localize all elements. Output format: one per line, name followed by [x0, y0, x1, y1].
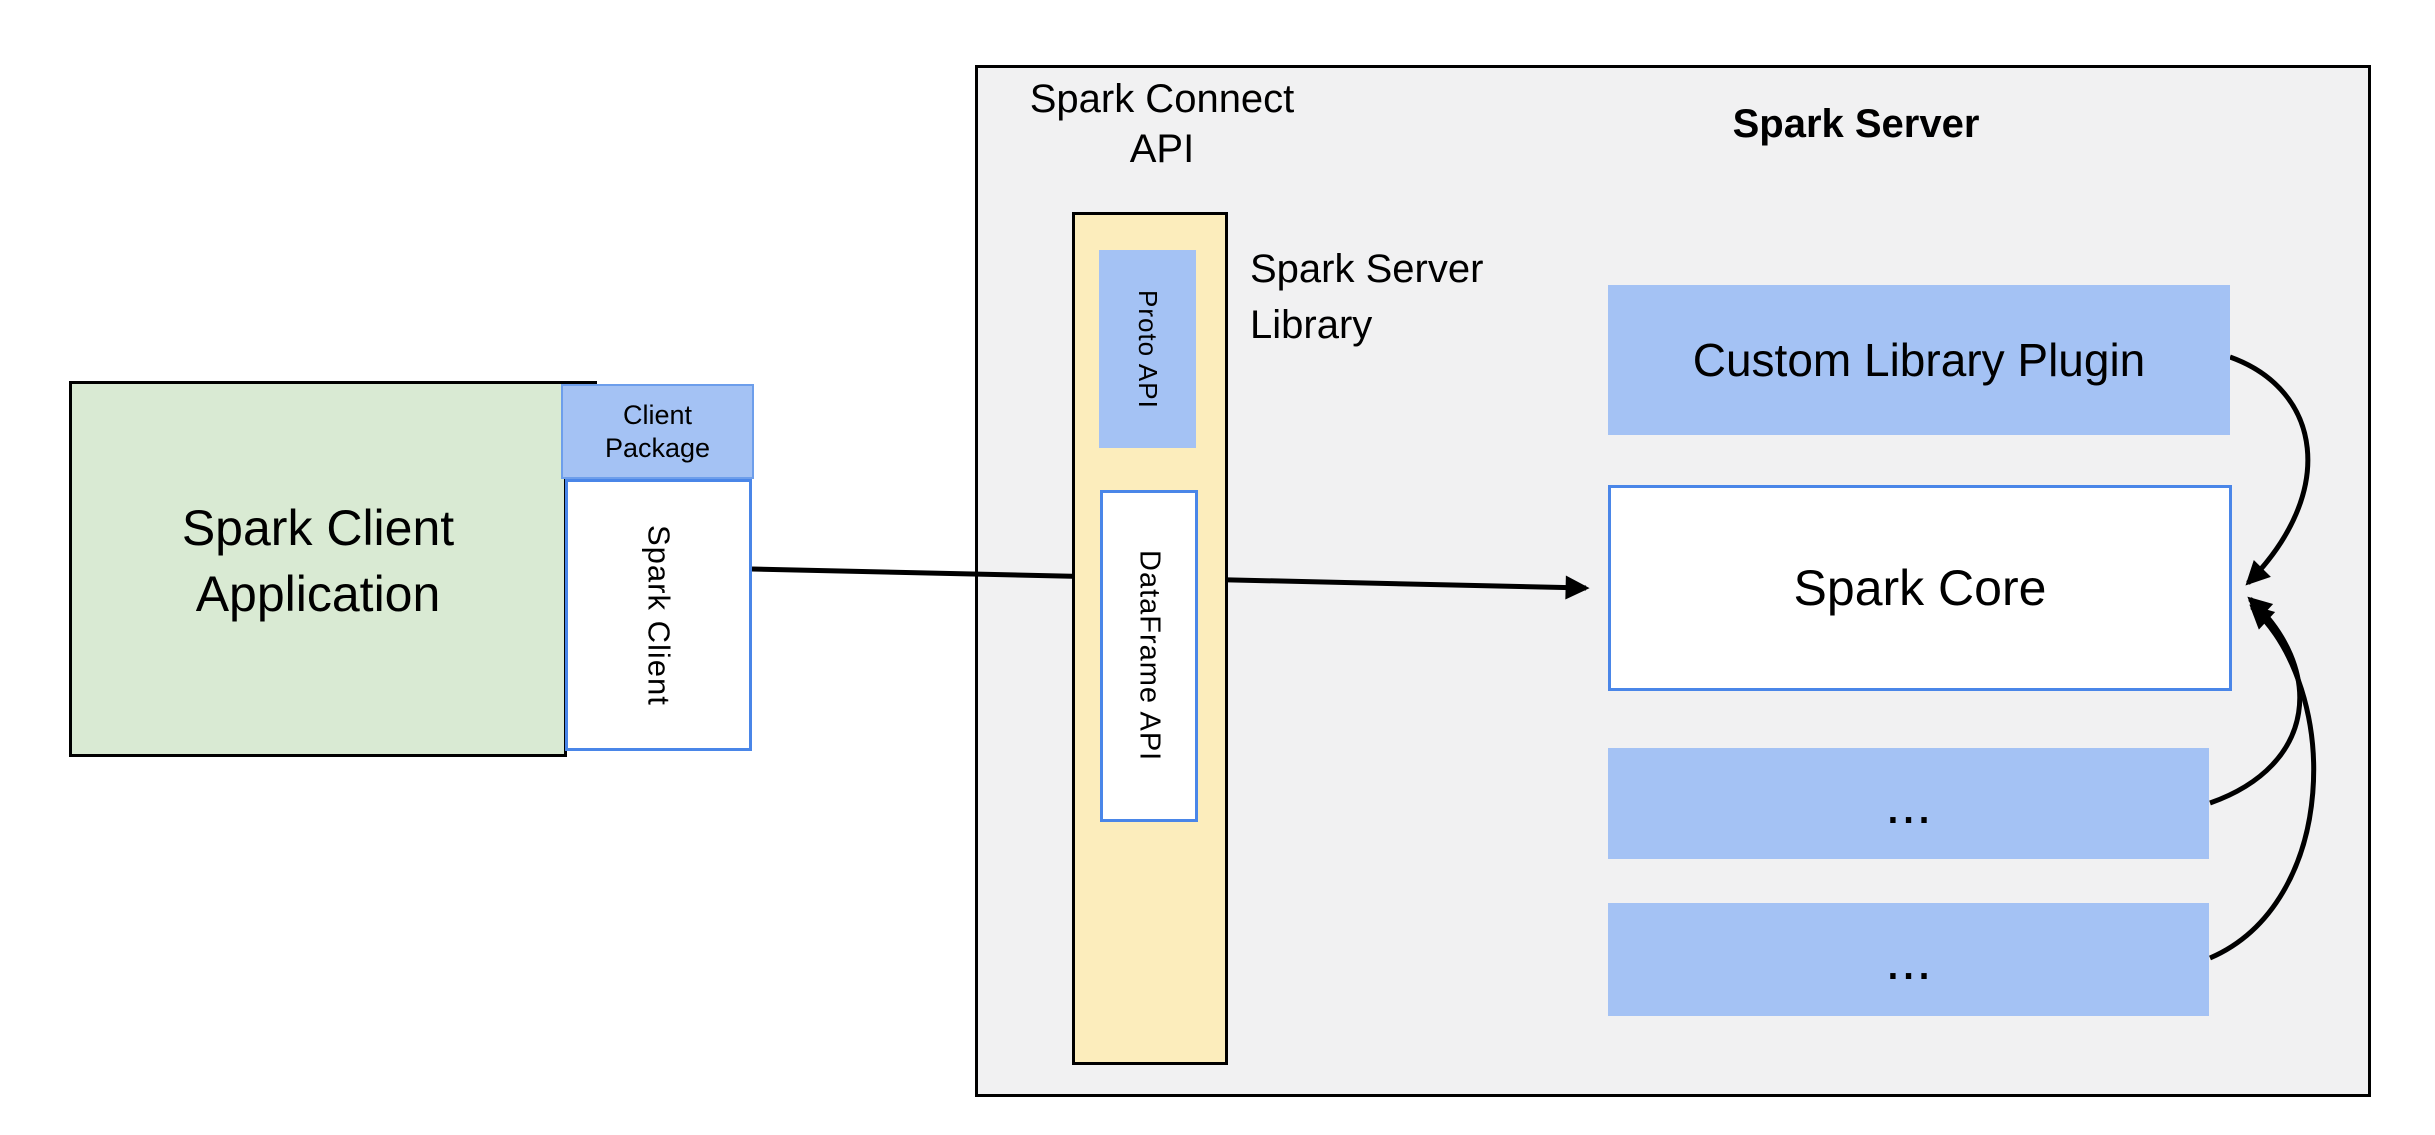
plugin-slot-2-label: ...: [1885, 927, 1932, 991]
spark-core-box: Spark Core: [1608, 485, 2232, 691]
client-package-box: Client Package: [561, 384, 754, 479]
custom-library-plugin-box: Custom Library Plugin: [1608, 285, 2230, 435]
plugin-slot-2-box: ...: [1608, 903, 2209, 1016]
dataframe-api-label: DataFrame API: [1133, 550, 1166, 762]
spark-server-library-label: Spark Server Library: [1250, 247, 1484, 347]
proto-api-box: Proto API: [1099, 250, 1196, 448]
plugin-slot-1-box: ...: [1608, 748, 2209, 859]
spark-client-application-box: [69, 381, 567, 757]
proto-api-label: Proto API: [1133, 289, 1163, 409]
spark-connect-api-heading: Spark Connect API: [1029, 77, 1295, 171]
client-package-label: Client Package: [604, 399, 711, 463]
green-box-top-border-overhang: [567, 381, 597, 384]
spark-client-label: Spark Client: [641, 524, 677, 706]
custom-library-plugin-label: Custom Library Plugin: [1692, 334, 2146, 386]
spark-server-title: Spark Server: [1732, 102, 1980, 146]
plugin-slot-1-label: ...: [1885, 771, 1932, 835]
spark-client-application-label: Spark Client Application: [181, 500, 455, 622]
dataframe-api-box: DataFrame API: [1100, 490, 1198, 822]
spark-core-label: Spark Core: [1793, 560, 2047, 616]
spark-client-box: Spark Client: [565, 479, 752, 751]
